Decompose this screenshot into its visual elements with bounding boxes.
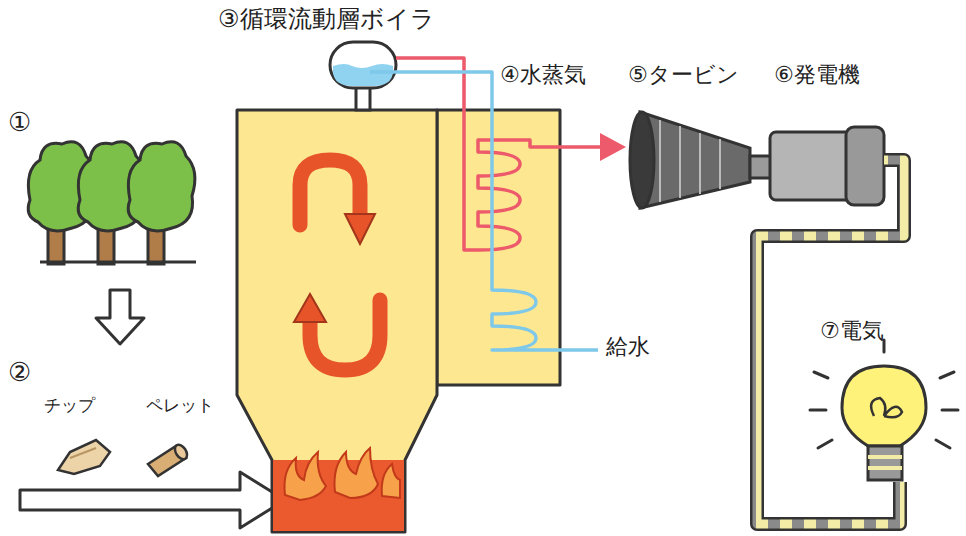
light-bulb xyxy=(810,340,958,480)
part-label: ④水蒸気 xyxy=(500,62,586,87)
steam-drum xyxy=(330,42,396,110)
part-label: 給水 xyxy=(606,334,650,359)
down-arrow xyxy=(96,290,144,344)
part-label: ⑥発電機 xyxy=(774,62,860,87)
chip xyxy=(58,440,110,474)
part-label: ⑤タービン xyxy=(628,62,739,87)
wires xyxy=(757,160,904,524)
steam-pipe xyxy=(396,58,600,250)
flames xyxy=(284,448,400,500)
generator xyxy=(770,127,884,205)
fuel-label: ペレット xyxy=(146,396,214,416)
fuel-label: チップ xyxy=(44,396,95,416)
part-label: ⑦電気 xyxy=(820,318,884,343)
turbine xyxy=(630,112,772,208)
part-label: ③循環流動層ボイラ xyxy=(218,6,435,34)
water-pipe xyxy=(370,72,598,350)
callout-number: ① xyxy=(8,108,31,138)
feed-arrow xyxy=(20,472,285,528)
circulation-arrows xyxy=(300,160,380,370)
steam-arrowhead xyxy=(600,133,626,161)
trees xyxy=(28,142,196,264)
pellet xyxy=(148,443,190,476)
callout-number: ② xyxy=(8,358,31,388)
